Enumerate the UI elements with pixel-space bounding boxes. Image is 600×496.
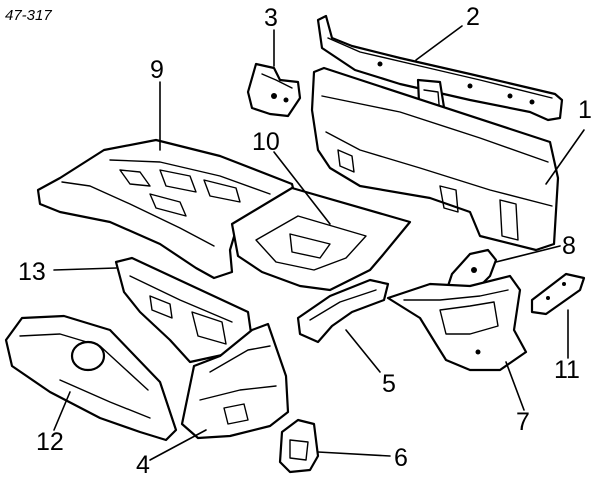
callout-11: 11 (554, 356, 580, 384)
callout-8: 8 (562, 232, 576, 260)
callout-5: 5 (382, 370, 396, 398)
part-7-floor-extension (386, 274, 528, 372)
reference-code: 47-317 (5, 7, 52, 24)
part-9-rear-floor (36, 138, 298, 280)
callout-9: 9 (150, 56, 164, 84)
callout-2: 2 (466, 3, 480, 31)
callout-7: 7 (516, 408, 530, 436)
part-3-bracket (246, 62, 302, 118)
callout-4: 4 (136, 451, 150, 479)
part-10-spare-wheel-well (230, 186, 412, 292)
part-1-rear-panel (310, 66, 560, 252)
part-6-cap (278, 418, 320, 474)
part-4-corner-panel (180, 322, 290, 440)
part-12-wheel-housing (4, 314, 178, 442)
callout-10: 10 (252, 128, 280, 156)
part-13-side-rail (114, 256, 254, 364)
callout-13: 13 (18, 258, 46, 286)
callout-1: 1 (578, 96, 592, 124)
callout-3: 3 (264, 4, 278, 32)
leader-lines (53, 25, 585, 461)
part-5-curved-rail (296, 278, 390, 344)
part-11-strap (530, 272, 586, 316)
callout-6: 6 (394, 444, 408, 472)
callout-12: 12 (36, 428, 64, 456)
callout-labels: 1 2 3 4 5 6 7 8 9 10 11 12 13 (18, 3, 592, 479)
